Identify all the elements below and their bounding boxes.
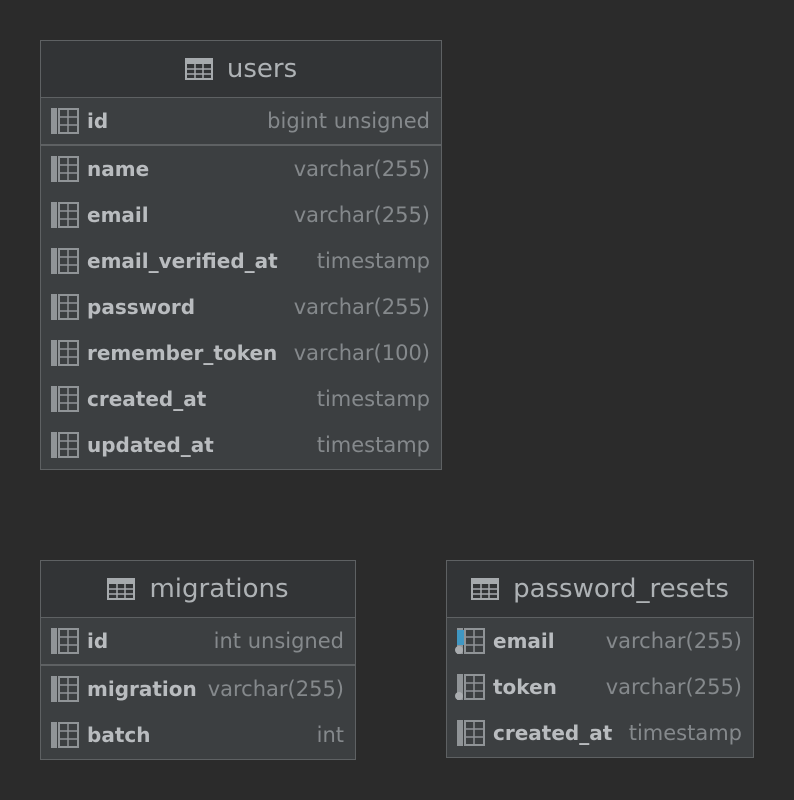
column-icon [51, 248, 81, 274]
column-name: token [493, 675, 557, 699]
column-icon [457, 720, 487, 746]
column-name: migration [87, 677, 197, 701]
column-icon [51, 386, 81, 412]
column-type: varchar(255) [293, 295, 430, 319]
column-row-updated-at[interactable]: updated_at timestamp [41, 422, 441, 468]
column-name: name [87, 157, 150, 181]
table-icon [184, 58, 213, 80]
column-row-token[interactable]: token varchar(255) [447, 664, 753, 710]
column-name: email [493, 629, 555, 653]
users-table[interactable]: users id bigint unsigned name varchar(25… [40, 40, 442, 470]
column-type: bigint unsigned [267, 109, 430, 133]
index-marker [457, 630, 464, 645]
index-icon [455, 628, 487, 654]
column-row-email[interactable]: email varchar(255) [41, 192, 441, 238]
column-type: varchar(100) [293, 341, 430, 365]
column-type: int [316, 723, 344, 747]
column-type: timestamp [316, 249, 430, 273]
table-icon [107, 578, 136, 600]
column-icon [51, 628, 81, 654]
column-type: timestamp [316, 387, 430, 411]
column-row-created-at[interactable]: created_at timestamp [41, 376, 441, 422]
column-icon [51, 108, 81, 134]
column-type: varchar(255) [293, 157, 430, 181]
column-row-batch[interactable]: batch int [41, 712, 355, 758]
column-type: timestamp [628, 721, 742, 745]
column-icon [51, 156, 81, 182]
column-name: remember_token [87, 341, 278, 365]
column-name: created_at [493, 721, 613, 745]
column-row-created-at[interactable]: created_at timestamp [447, 710, 753, 756]
column-row-remember-token[interactable]: remember_token varchar(100) [41, 330, 441, 376]
column-icon [51, 676, 81, 702]
column-type: varchar(255) [605, 629, 742, 653]
password-resets-table-header[interactable]: password_resets [447, 561, 753, 618]
not-null-dot-icon [455, 692, 463, 700]
migrations-table[interactable]: migrations id int unsigned migration var… [40, 560, 356, 760]
column-type: varchar(255) [207, 677, 344, 701]
users-table-header[interactable]: users [41, 41, 441, 98]
column-name: id [87, 629, 109, 653]
column-row-password[interactable]: password varchar(255) [41, 284, 441, 330]
column-icon [51, 432, 81, 458]
migrations-table-header[interactable]: migrations [41, 561, 355, 618]
column-name: id [87, 109, 109, 133]
column-type: varchar(255) [293, 203, 430, 227]
column-icon [51, 294, 81, 320]
index-dot-icon [455, 646, 463, 654]
column-type: int unsigned [213, 629, 344, 653]
table-icon [471, 578, 500, 600]
column-row-name[interactable]: name varchar(255) [41, 146, 441, 192]
column-name: created_at [87, 387, 207, 411]
column-type: timestamp [316, 433, 430, 457]
column-name: email_verified_at [87, 249, 278, 273]
column-type: varchar(255) [605, 675, 742, 699]
column-name: updated_at [87, 433, 214, 457]
column-icon [51, 340, 81, 366]
password-resets-table[interactable]: password_resets email varchar(255) token… [446, 560, 754, 758]
column-icon [51, 202, 81, 228]
users-table-title: users [226, 54, 298, 84]
column-row-email-verified-at[interactable]: email_verified_at timestamp [41, 238, 441, 284]
column-name: email [87, 203, 149, 227]
column-row-id[interactable]: id bigint unsigned [41, 98, 441, 146]
column-name: batch [87, 723, 151, 747]
column-row-id[interactable]: id int unsigned [41, 618, 355, 666]
column-row-email[interactable]: email varchar(255) [447, 618, 753, 664]
password-resets-table-title: password_resets [513, 574, 729, 604]
column-name: password [87, 295, 196, 319]
migrations-table-title: migrations [149, 574, 289, 604]
column-row-migration[interactable]: migration varchar(255) [41, 666, 355, 712]
column-icon [455, 674, 487, 700]
column-icon [51, 722, 81, 748]
